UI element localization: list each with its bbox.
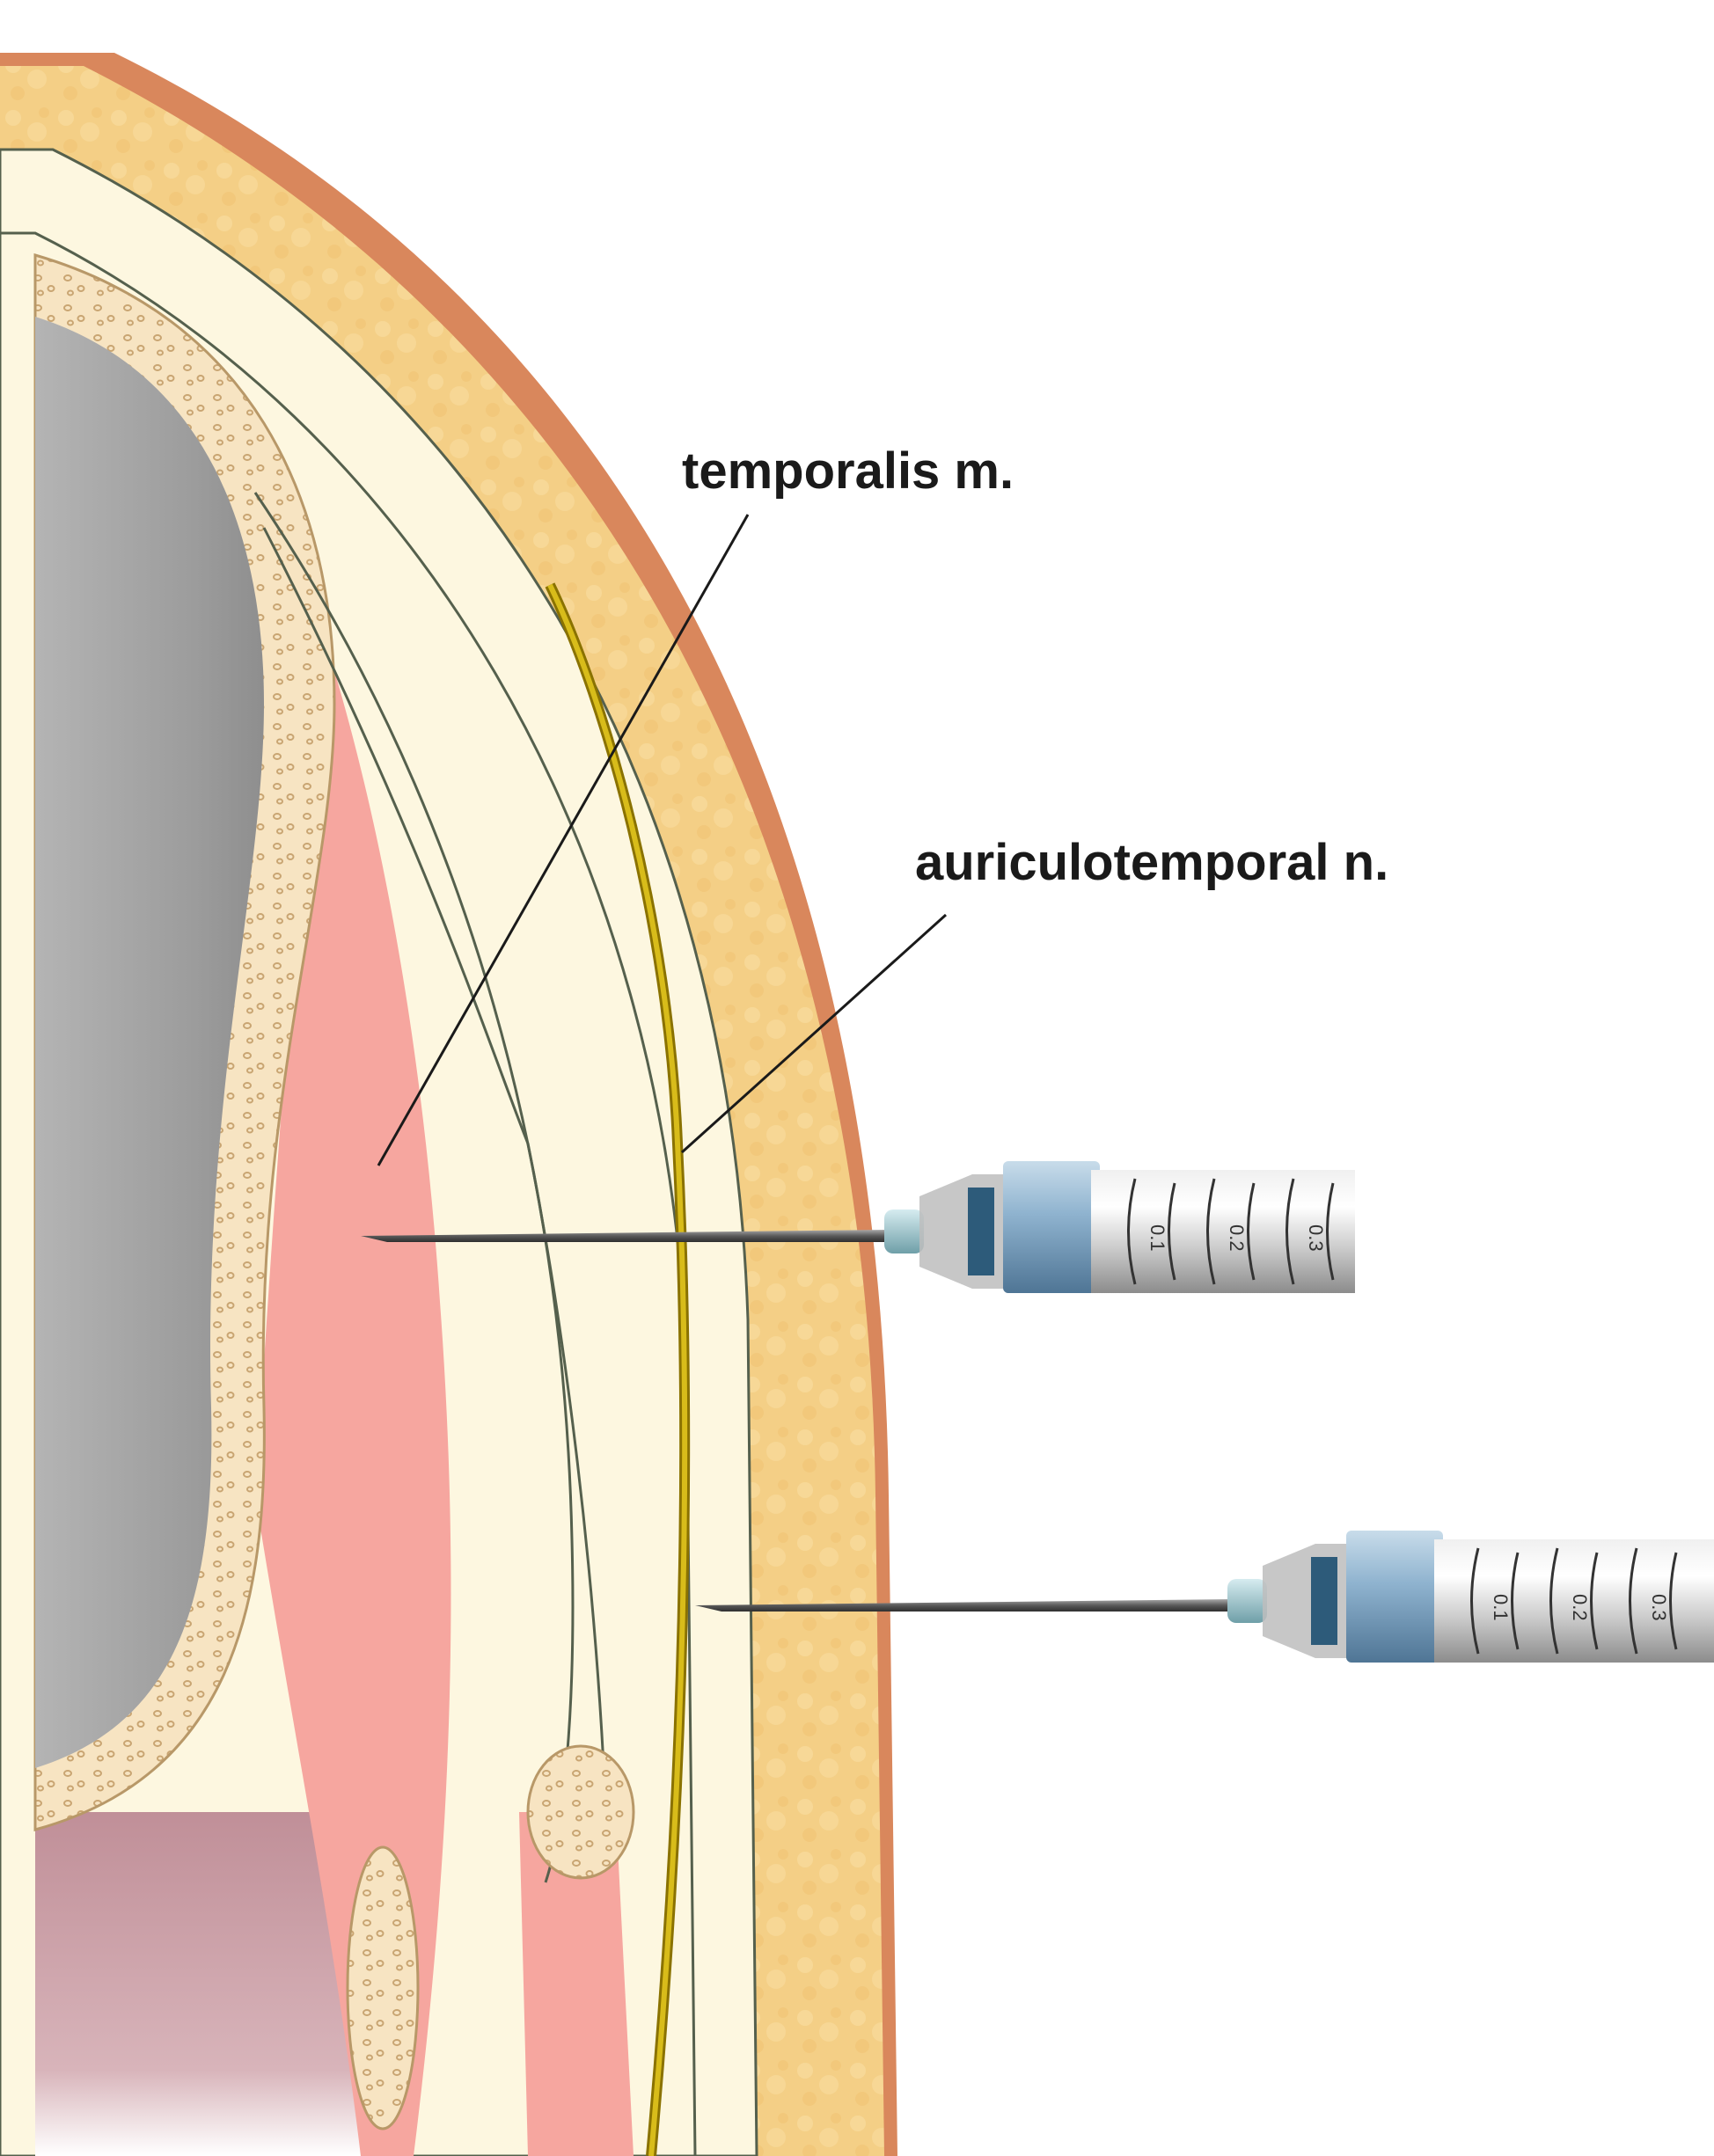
temporalis-leader-line (377, 514, 750, 1166)
temporalis-label: temporalis m. (682, 442, 1014, 500)
bone-fragment-1 (526, 1744, 635, 1880)
brain-region (35, 317, 264, 1768)
deep-tissue (35, 1812, 387, 2156)
hub-threads-upper (1003, 1161, 1100, 1293)
auriculotemporal-leader-line (680, 913, 948, 1154)
bone-fragment-2 (346, 1845, 420, 2130)
scale-upper-1: 0.1 (1146, 1224, 1168, 1252)
barrel-ticks-lower (1470, 1547, 1678, 1655)
auriculotemporal-label: auriculotemporal n. (915, 834, 1388, 891)
needle-tip-lower (1227, 1579, 1267, 1623)
barrel-lower (1434, 1539, 1714, 1663)
barrel-ticks-upper (1127, 1178, 1335, 1285)
needle-tip-upper (884, 1210, 924, 1253)
scale-lower-3: 0.3 (1648, 1594, 1670, 1621)
barrel-upper (1091, 1170, 1355, 1293)
scale-upper-2: 0.2 (1226, 1224, 1248, 1252)
fascial-line-2 (262, 527, 609, 1848)
syringe-upper: 0.1 0.2 0.3 (361, 1161, 1355, 1293)
hub-collar-upper (968, 1188, 994, 1275)
hub-threads-lower (1346, 1531, 1443, 1663)
deep-muscle-strip (519, 1812, 634, 2156)
scale-upper-3: 0.3 (1305, 1224, 1327, 1252)
syringe-lower: 0.1 0.2 0.3 (695, 1531, 1714, 1663)
scale-lower-2: 0.2 (1569, 1594, 1591, 1621)
needle-upper (361, 1230, 889, 1242)
hub-collar-lower (1311, 1557, 1337, 1645)
needle-lower (695, 1599, 1232, 1612)
temporalis-muscle (255, 642, 451, 2156)
scale-lower-1: 0.1 (1490, 1594, 1512, 1621)
